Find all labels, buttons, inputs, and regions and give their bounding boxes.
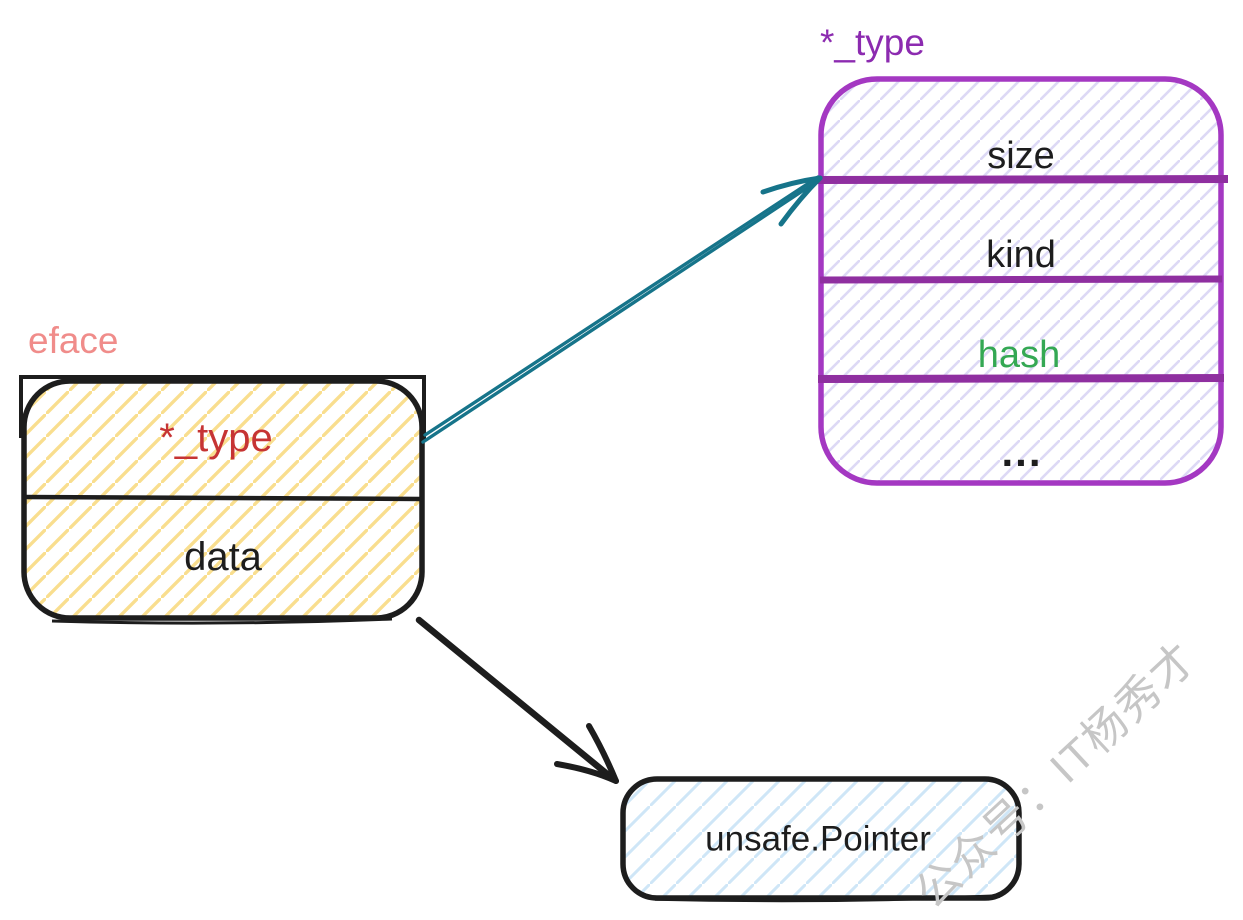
unsafe-box-hatch bbox=[620, 776, 1022, 901]
eface-box bbox=[19, 375, 426, 625]
type-pointer-arrow bbox=[421, 175, 823, 444]
type-struct-title: *_type bbox=[820, 22, 925, 63]
data-pointer-arrowhead-barb-2 bbox=[586, 723, 619, 784]
eface-box-title: eface bbox=[28, 320, 119, 361]
type-row-size-label: size bbox=[987, 135, 1055, 177]
type-row-ellipsis-label: ... bbox=[1001, 428, 1043, 475]
eface-row-data-label: data bbox=[184, 535, 262, 579]
type-row-hash-label: hash bbox=[977, 334, 1061, 376]
data-pointer-arrowhead-barb-1 bbox=[554, 761, 619, 784]
type-pointer-arrow-line-1 bbox=[423, 175, 820, 437]
eface-box-sketch-top bbox=[19, 375, 426, 440]
data-pointer-arrow-line bbox=[415, 616, 616, 782]
unsafe-box-sketch-bottom bbox=[654, 894, 1001, 903]
eface-row-divider bbox=[23, 494, 423, 502]
unsafe-pointer-label: unsafe.Pointer bbox=[705, 819, 931, 859]
eface-row-type-label: *_type bbox=[159, 416, 273, 460]
type-pointer-arrow-line-2 bbox=[421, 178, 821, 444]
eface-box-sketch-bottom bbox=[51, 617, 393, 625]
type-pointer-arrowhead-barb-1 bbox=[760, 175, 823, 195]
type-struct-box bbox=[815, 76, 1229, 486]
type-row-divider-1 bbox=[815, 175, 1229, 184]
data-pointer-arrow bbox=[415, 616, 619, 784]
type-pointer-arrowhead-barb-2 bbox=[778, 175, 823, 227]
type-row-divider-2 bbox=[819, 275, 1223, 284]
type-row-divider-3 bbox=[817, 374, 1225, 383]
type-row-kind-label: kind bbox=[986, 234, 1056, 276]
unsafe-pointer-box bbox=[620, 776, 1022, 903]
